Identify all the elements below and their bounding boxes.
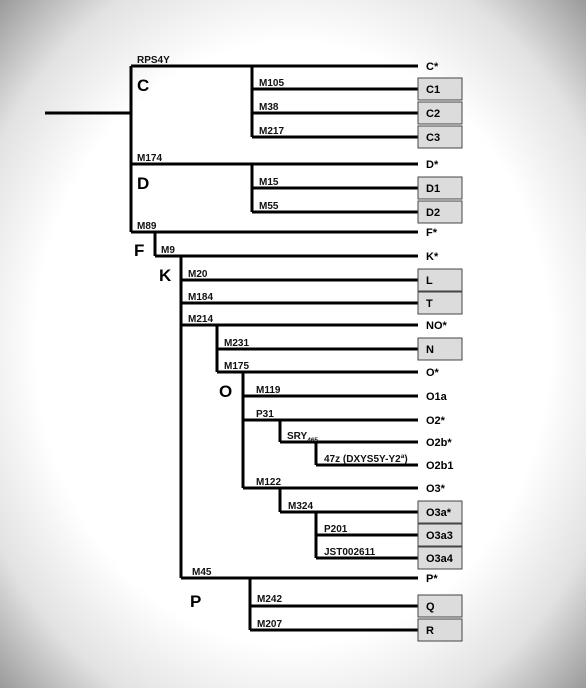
clade-label-p: P	[190, 592, 201, 611]
marker-label-m231: M231	[224, 338, 249, 349]
leaf-label-q: Q	[426, 601, 435, 613]
leaf-box-c3	[417, 125, 463, 149]
marker-label-p31: P31	[256, 409, 274, 420]
marker-label-m207: M207	[257, 619, 282, 630]
leaf-box-o3a	[417, 500, 463, 524]
leaf-box-r	[417, 618, 463, 642]
leaf-box-d2	[417, 200, 463, 224]
leaf-label-d1: D1	[426, 183, 440, 195]
clade-label-f: F	[134, 241, 144, 260]
leaf-label-o2b: O2b*	[426, 437, 452, 449]
leaf-label-o2b1: O2b1	[426, 460, 454, 472]
marker-label-z47: 47z (DXYS5Y-Y2a)	[324, 453, 408, 465]
marker-label-rps4y: RPS4Y	[137, 55, 170, 66]
clade-label-k: K	[159, 266, 172, 285]
leaf-box-c1	[417, 77, 463, 101]
leaf-label-o3a3: O3a3	[426, 530, 453, 542]
clade-label-d: D	[137, 174, 149, 193]
marker-label-m175: M175	[224, 361, 249, 372]
marker-label-m55: M55	[259, 201, 279, 212]
marker-label-m174: M174	[137, 153, 162, 164]
marker-label-m105: M105	[259, 78, 284, 89]
leaf-label-d: D*	[426, 159, 439, 171]
marker-label-m184: M184	[188, 292, 213, 303]
leaf-label-f: F*	[426, 227, 438, 239]
marker-label-m89: M89	[137, 221, 157, 232]
marker-label-m324: M324	[288, 501, 313, 512]
leaf-box-q	[417, 594, 463, 618]
leaf-label-d2: D2	[426, 207, 440, 219]
leaf-label-r: R	[426, 625, 434, 637]
leaf-box-t	[417, 291, 463, 315]
leaf-label-t: T	[426, 298, 433, 310]
leaf-label-o3: O3*	[426, 483, 446, 495]
leaf-label-o3a: O3a*	[426, 507, 452, 519]
clade-label-c: C	[137, 76, 149, 95]
leaf-box-n	[417, 337, 463, 361]
leaf-box-c2	[417, 101, 463, 125]
marker-label-p201: P201	[324, 524, 348, 535]
leaf-label-k: K*	[426, 251, 439, 263]
marker-label-jst: JST002611	[324, 547, 376, 558]
leaf-box-o3a4	[417, 546, 463, 570]
marker-label-sry: SRY465	[287, 431, 318, 444]
marker-label-m122: M122	[256, 477, 281, 488]
tree-branches	[45, 64, 418, 632]
leaf-label-c1: C1	[426, 84, 440, 96]
marker-label-m119: M119	[256, 385, 281, 396]
leaf-box-d1	[417, 176, 463, 200]
marker-label-m20: M20	[188, 269, 208, 280]
marker-label-m214: M214	[188, 314, 213, 325]
clade-labels: C D FK O P	[134, 76, 232, 611]
leaf-label-c: C*	[426, 61, 439, 73]
marker-label-m9: M9	[161, 245, 175, 256]
leaf-label-c2: C2	[426, 108, 440, 120]
leaf-label-n: N	[426, 344, 434, 356]
leaf-label-o1a: O1a	[426, 391, 448, 403]
leaf-label-no: NO*	[426, 320, 448, 332]
marker-label-m38: M38	[259, 102, 279, 113]
marker-label-m45: M45	[192, 567, 212, 578]
leaf-box-o3a3	[417, 523, 463, 547]
marker-labels: RPS4Y M105M38M217M174M15M55M89M9M20M184M2…	[137, 55, 408, 630]
marker-label-m15: M15	[259, 177, 279, 188]
clade-label-o: O	[219, 382, 232, 401]
leaf-box-l	[417, 268, 463, 292]
leaf-label-o3a4: O3a4	[426, 553, 454, 565]
leaf-label-c3: C3	[426, 132, 440, 144]
leaf-label-p: P*	[426, 573, 438, 585]
marker-label-m217: M217	[259, 126, 284, 137]
leaf-labels: C*C1C2C3D*D1D2F*K*LTNO*NO*O1aO2*O2b*O2b1…	[417, 61, 463, 642]
leaf-label-l: L	[426, 275, 433, 287]
leaf-label-o: O*	[426, 367, 440, 379]
marker-label-m242: M242	[257, 594, 282, 605]
leaf-label-o2: O2*	[426, 415, 446, 427]
